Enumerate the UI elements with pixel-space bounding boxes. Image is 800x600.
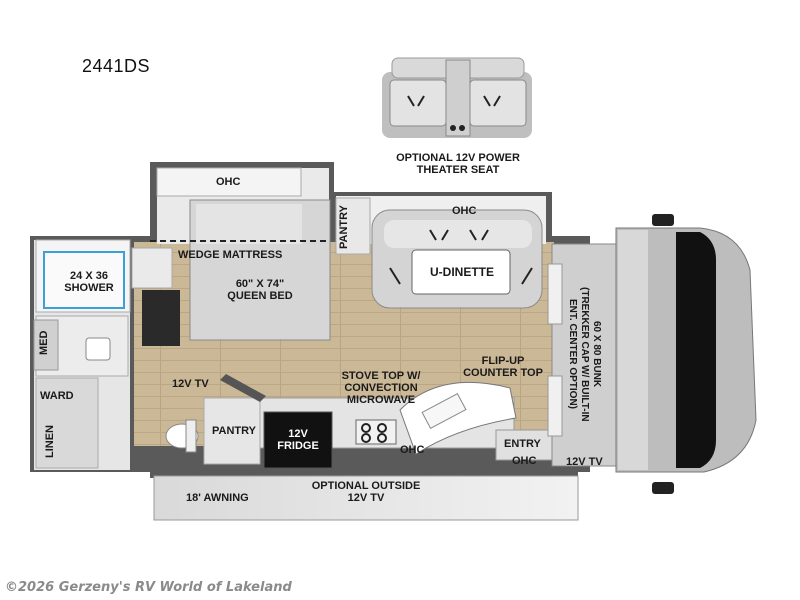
model-name: 2441DS	[82, 56, 151, 76]
watermark: ©2026 Gerzeny's RV World of Lakeland	[5, 580, 292, 595]
ohc-dinette-label: OHC	[452, 205, 477, 217]
shower-text: SHOWER	[64, 282, 114, 294]
fridge-line1: 12V	[288, 428, 308, 440]
pantry-top-label: PANTRY	[338, 205, 350, 249]
bunk-label: 60 X 80 BUNK (TREKKER CAP W/ BUILT-IN EN…	[566, 274, 602, 434]
flipup-line1: FLIP-UP	[481, 355, 525, 367]
bedroom-tv-label: 12V TV	[172, 378, 209, 390]
stove-line3: MICROWAVE	[346, 394, 416, 406]
bed-size: 60" X 74"	[235, 278, 285, 290]
awning-label: 18' AWNING	[186, 492, 249, 504]
outside-tv-line2: 12V TV	[347, 492, 385, 504]
cab-tv-label: 12V TV	[566, 456, 603, 468]
outside-tv-line1: OPTIONAL OUTSIDE	[311, 480, 421, 492]
stove-line1: STOVE TOP W/	[341, 370, 421, 382]
ward-label: WARD	[40, 390, 74, 402]
bunk-line2: (TREKKER CAP W/ BUILT-IN	[579, 286, 590, 422]
outside-tv-label: OPTIONAL OUTSIDE 12V TV	[298, 480, 434, 504]
bunk-line1: 60 X 80 BUNK	[591, 320, 602, 388]
stove-label: STOVE TOP W/ CONVECTION MICROWAVE	[338, 370, 424, 406]
theater-seat-label-line1: OPTIONAL 12V POWER	[396, 152, 520, 164]
med-label: MED	[38, 330, 50, 356]
entry-label: ENTRY	[504, 438, 541, 450]
theater-seat-label: OPTIONAL 12V POWER THEATER SEAT	[390, 152, 526, 176]
fridge-label: 12V FRIDGE	[270, 428, 326, 452]
shower-size: 24 X 36	[70, 270, 108, 282]
theater-seat	[382, 57, 532, 138]
flip-up-label: FLIP-UP COUNTER TOP	[460, 355, 546, 379]
u-dinette-label: U-DINETTE	[430, 265, 494, 279]
shower-label: 24 X 36 SHOWER	[56, 270, 122, 294]
bed-type: QUEEN BED	[227, 290, 293, 302]
queen-bed-label: 60" X 74" QUEEN BED	[210, 278, 310, 302]
theater-seat-label-line2: THEATER SEAT	[416, 164, 500, 176]
linen-label: LINEN	[44, 425, 56, 459]
pantry-bottom-label: PANTRY	[212, 425, 256, 437]
ohc-entry-label: OHC	[512, 455, 537, 467]
stove-line2: CONVECTION	[344, 382, 418, 394]
flipup-line2: COUNTER TOP	[463, 367, 543, 379]
ohc-galley-label: OHC	[400, 444, 425, 456]
wedge-mattress-label: WEDGE MATTRESS	[178, 249, 283, 261]
fridge-line2: FRIDGE	[277, 440, 319, 452]
ohc-bedroom-label: OHC	[216, 176, 241, 188]
bunk-line3: ENT. CENTER OPTION)	[567, 298, 578, 409]
